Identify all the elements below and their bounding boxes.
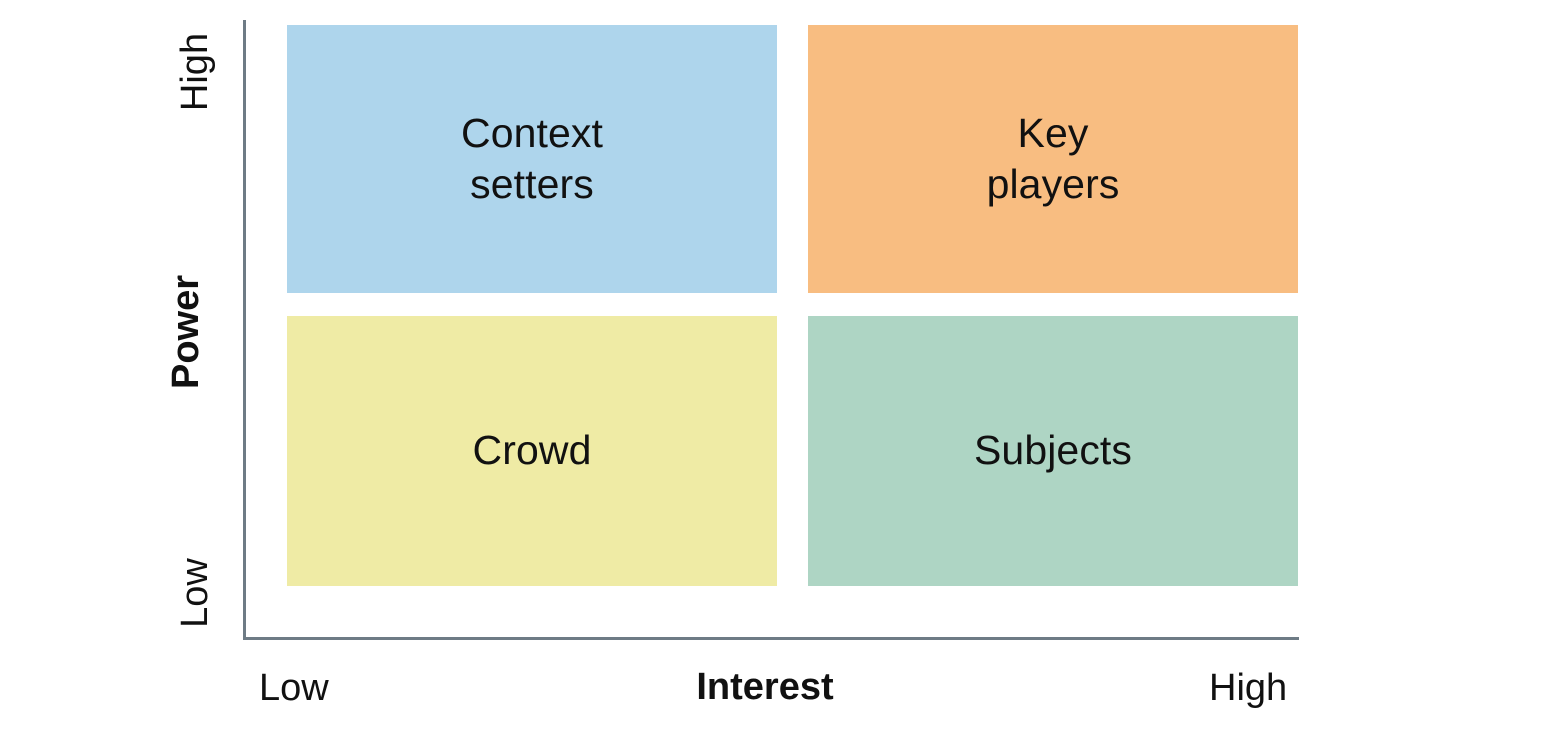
quadrant-context-setters[interactable]: Context setters — [287, 25, 777, 293]
y-axis-tick-high: High — [174, 32, 216, 112]
y-axis-tick-low: Low — [174, 558, 216, 628]
x-axis-title: Interest — [696, 666, 834, 708]
quadrant-label-crowd: Crowd — [472, 427, 592, 474]
quadrant-subjects[interactable]: Subjects — [808, 316, 1298, 586]
x-axis-line — [243, 637, 1299, 640]
quadrant-label-subjects: Subjects — [973, 427, 1133, 474]
x-axis-tick-low: Low — [259, 667, 329, 709]
quadrant-crowd[interactable]: Crowd — [287, 316, 777, 586]
quadrant-label-key-players: Key players — [986, 109, 1120, 207]
y-axis-line — [243, 20, 246, 640]
y-axis-title: Power — [165, 274, 207, 390]
quadrant-label-context-setters: Context setters — [461, 109, 603, 207]
quadrant-key-players[interactable]: Key players — [808, 25, 1298, 293]
x-axis-tick-high: High — [1209, 667, 1288, 709]
